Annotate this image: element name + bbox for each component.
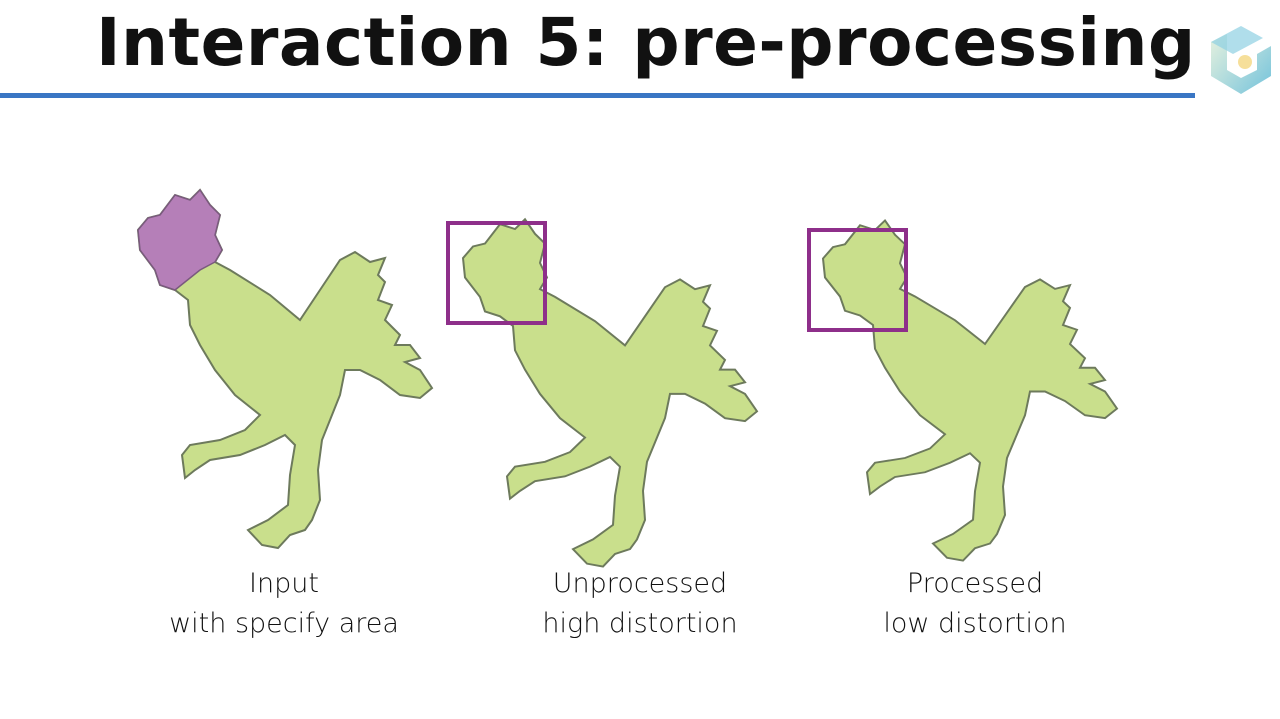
caption-processed: Processed low distortion [815,564,1135,644]
unprocessed-chicken [462,218,758,568]
caption-line1: Processed [906,568,1044,599]
caption-line1: Input [249,568,319,599]
highlight-box-processed [807,228,908,332]
caption-input: Input with specify area [124,564,444,644]
caption-line2: low distortion [883,608,1067,639]
processed-chicken [822,219,1118,562]
caption-line2: high distortion [542,608,738,639]
slide-title: Interaction 5: pre-processing [96,4,1196,81]
input-chicken [137,189,433,549]
highlight-box-unprocessed [446,221,547,325]
logo-icon [1211,22,1271,94]
caption-unprocessed: Unprocessed high distortion [480,564,800,644]
caption-line2: with specify area [169,608,399,639]
caption-line1: Unprocessed [552,568,728,599]
title-divider [0,93,1195,98]
